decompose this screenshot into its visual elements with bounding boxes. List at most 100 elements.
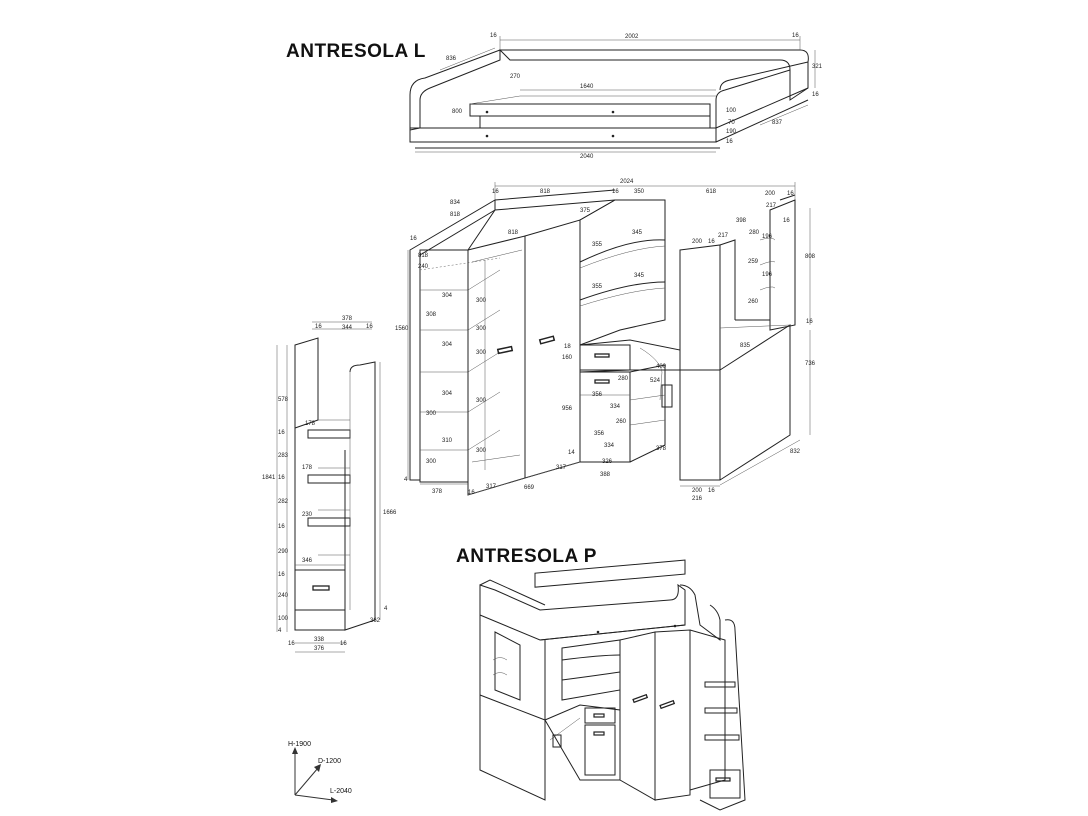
stairs-dimensions: 378 16 344 16 578 178 16 283 16 178 1841…: [262, 316, 397, 652]
dim-label: 16: [490, 33, 497, 39]
dim-label: 217: [766, 203, 777, 209]
axes-indicator: [292, 747, 338, 803]
dim-label: 16: [278, 572, 285, 578]
dim-label: 300: [476, 350, 487, 356]
dim-label: 200: [765, 191, 776, 197]
axis-length-label: L-2040: [330, 788, 352, 795]
dim-label: 400: [656, 364, 667, 370]
dim-label: 578: [278, 397, 289, 403]
dim-label: 4: [404, 477, 408, 483]
dim-label: 1841: [262, 475, 276, 481]
dim-label: 16: [278, 524, 285, 530]
dim-label: 1640: [580, 84, 594, 90]
dim-label: 100: [726, 108, 737, 114]
dim-label: 376: [314, 646, 325, 652]
dim-label: 16: [492, 189, 499, 195]
axis-depth-label: D-1200: [318, 758, 341, 765]
dim-label: 200: [692, 488, 703, 494]
dim-label: 326: [602, 459, 613, 465]
dim-label: 300: [426, 411, 437, 417]
dim-label: 356: [594, 431, 605, 437]
dim-label: 16: [315, 324, 322, 330]
dim-label: 16: [278, 475, 285, 481]
dim-label: 270: [510, 74, 521, 80]
dim-label: 300: [426, 459, 437, 465]
dim-label: 321: [812, 64, 823, 70]
dim-label: 16: [278, 430, 285, 436]
dim-label: 524: [650, 378, 661, 384]
dim-label: 310: [442, 438, 453, 444]
dim-label: 378: [432, 489, 443, 495]
dim-label: 362: [370, 618, 381, 624]
dim-label: 808: [805, 254, 816, 260]
dim-label: 308: [426, 312, 437, 318]
dim-label: 16: [806, 319, 813, 325]
dim-label: 378: [342, 316, 353, 322]
dim-label: 16: [726, 139, 733, 145]
dim-label: 2040: [580, 154, 594, 160]
dim-label: 230: [302, 512, 313, 518]
dim-label: 290: [278, 549, 289, 555]
dim-label: 190: [726, 129, 737, 135]
dim-label: 216: [692, 496, 703, 502]
dim-label: 300: [476, 398, 487, 404]
main-view-furniture: [407, 182, 811, 496]
dim-label: 398: [736, 218, 747, 224]
axis-height-label: H-1900: [288, 741, 311, 748]
dim-label: 160: [562, 355, 573, 361]
dim-label: 388: [600, 472, 611, 478]
dim-label: 217: [718, 233, 729, 239]
title-antresola-p: ANTRESOLA P: [456, 546, 597, 567]
dim-label: 260: [616, 419, 627, 425]
dim-label: 70: [728, 120, 735, 126]
dim-label: 16: [708, 239, 715, 245]
dim-label: 800: [452, 109, 463, 115]
dim-label: 14: [568, 450, 575, 456]
dim-label: 317: [556, 465, 567, 471]
dim-label: 300: [476, 298, 487, 304]
dim-label: 280: [749, 230, 760, 236]
dim-label: 818: [418, 253, 429, 259]
dim-label: 2002: [625, 34, 639, 40]
dim-label: 618: [706, 189, 717, 195]
dim-label: 375: [580, 208, 591, 214]
dim-label: 1666: [383, 510, 397, 516]
dim-label: 835: [740, 343, 751, 349]
dim-label: 2024: [620, 179, 634, 185]
dim-label: 259: [748, 259, 759, 265]
dim-label: 736: [805, 361, 816, 367]
antresola-p-view: [479, 559, 746, 811]
dim-label: 18: [564, 344, 571, 350]
dim-label: 4: [278, 628, 282, 634]
dim-label: 304: [442, 342, 453, 348]
dim-label: 345: [632, 230, 643, 236]
title-antresola-l: ANTRESOLA L: [286, 41, 426, 62]
dim-label: 345: [634, 273, 645, 279]
dim-label: 196: [762, 272, 773, 278]
dim-label: 344: [342, 325, 353, 331]
dim-label: 100: [278, 616, 289, 622]
dim-label: 16: [783, 218, 790, 224]
dim-label: 334: [604, 443, 615, 449]
dim-label: 356: [592, 392, 603, 398]
dim-label: 283: [278, 453, 289, 459]
dim-label: 282: [278, 499, 289, 505]
dim-label: 836: [446, 56, 457, 62]
dim-label: 16: [366, 324, 373, 330]
top-view-dimensions: 16 2002 16 836 321 270 1640 16 800 100 7…: [446, 33, 823, 160]
dim-label: 196: [762, 234, 773, 240]
dim-label: 240: [278, 593, 289, 599]
dim-label: 834: [450, 200, 461, 206]
dim-label: 378: [656, 446, 667, 452]
dim-label: 16: [612, 189, 619, 195]
main-view-dimensions: 2024 16 818 16 350 618 200 16 834 818 37…: [395, 179, 816, 502]
dim-label: 956: [562, 406, 573, 412]
dim-label: 304: [442, 391, 453, 397]
dim-label: 832: [790, 449, 801, 455]
dim-label: 818: [450, 212, 461, 218]
dim-label: 300: [476, 448, 487, 454]
dim-label: 4: [384, 606, 388, 612]
dim-label: 818: [508, 230, 519, 236]
dim-label: 280: [618, 376, 629, 382]
